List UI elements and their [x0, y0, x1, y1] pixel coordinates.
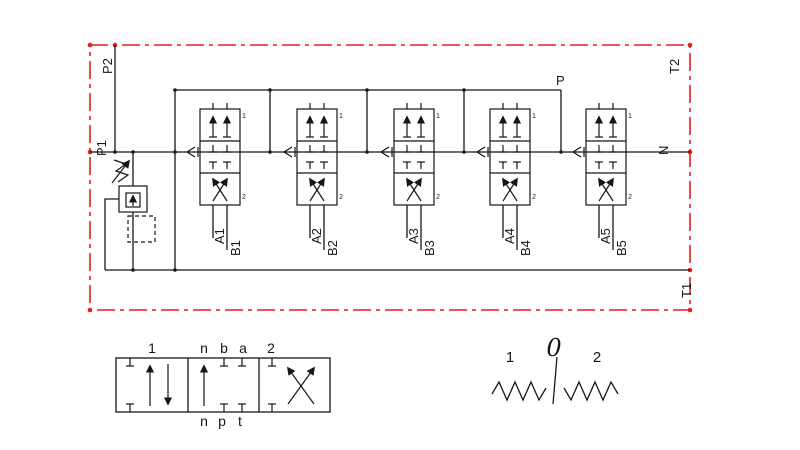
- valve-pos-bottom-label: 2: [628, 194, 632, 201]
- valve-section-1: A1 B1 1 2: [200, 103, 246, 256]
- valve-block-border: [87, 42, 693, 313]
- spring-left-icon: [491, 380, 547, 402]
- lever-pos2-label: 2: [593, 349, 601, 366]
- port-label-p1: P1: [94, 140, 109, 156]
- spool-valve-icon: [394, 103, 434, 205]
- valve-pos-bottom-label: 2: [436, 194, 440, 201]
- relief-pilot-line: [104, 198, 119, 270]
- junction-dots: [113, 88, 563, 272]
- valve-section-5: A5 B5 1 2: [586, 103, 632, 256]
- relief-valve-seat: [125, 192, 141, 208]
- block-border-rect: [89, 44, 691, 311]
- gallery-drop-lines: [174, 90, 562, 270]
- spool-legend: 1 n b a 2 n p t: [115, 340, 331, 429]
- work-port-b-label: B3: [422, 240, 437, 256]
- spool-valve-icon: [490, 103, 530, 205]
- work-port-a-label: A4: [502, 228, 517, 244]
- valve-pos-top-label: 1: [436, 113, 440, 120]
- spool-legend-pos1-label: 1: [148, 340, 156, 356]
- spool-valve-icon: [297, 103, 337, 205]
- spool-valve-icon: [200, 103, 240, 205]
- work-port-b-label: B4: [518, 240, 533, 256]
- valve-pos-bottom-label: 2: [242, 194, 246, 201]
- piping: [90, 45, 690, 272]
- valve-pos-top-label: 1: [628, 113, 632, 120]
- valve-pos-bottom-label: 2: [339, 194, 343, 201]
- spool-legend-pos2-label: 2: [267, 340, 275, 356]
- work-port-a-label: A2: [309, 228, 324, 244]
- work-port-a-label: A5: [598, 228, 613, 244]
- relief-adjust-arrow-icon: [111, 159, 131, 184]
- spool-legend-box: [115, 357, 331, 413]
- spool-legend-t-label: t: [238, 413, 242, 429]
- lever-pos1-label: 1: [506, 349, 514, 366]
- port-label-t1: T1: [679, 283, 694, 298]
- lever-legend: 1 0 2: [491, 334, 619, 405]
- relief-drain-box: [127, 215, 156, 243]
- port-label-n: N: [656, 146, 671, 155]
- spool-legend-p-label: p: [218, 413, 226, 429]
- work-port-b-label: B5: [614, 240, 629, 256]
- work-port-b-label: B2: [325, 240, 340, 256]
- spool-legend-n-bottom-label: n: [200, 413, 208, 429]
- spool-legend-a-label: a: [239, 340, 247, 356]
- lever-pos0-label: 0: [546, 334, 561, 362]
- valve-pos-top-label: 1: [532, 113, 536, 120]
- valve-pos-bottom-label: 2: [532, 194, 536, 201]
- spool-legend-b-label: b: [220, 340, 228, 356]
- work-port-a-label: A3: [406, 228, 421, 244]
- work-port-a-label: A1: [212, 228, 227, 244]
- valve-section-2: A2 B2 1 2: [297, 103, 343, 256]
- port-label-p: P: [556, 73, 565, 88]
- relief-valve: [104, 152, 156, 270]
- spool-cross-arrow-icon: [287, 366, 315, 405]
- lever-line: [552, 356, 558, 405]
- valve-section-4: A4 B4 1 2: [490, 103, 536, 256]
- port-label-t2: T2: [667, 59, 682, 74]
- spring-right-icon: [563, 380, 619, 402]
- spool-valve-icon: [586, 103, 626, 205]
- port-label-p2: P2: [100, 58, 115, 74]
- valve-pos-top-label: 1: [242, 113, 246, 120]
- work-port-b-label: B1: [228, 240, 243, 256]
- spool-legend-n-top-label: n: [200, 340, 208, 356]
- valve-pos-top-label: 1: [339, 113, 343, 120]
- valve-section-3: A3 B3 1 2: [394, 103, 440, 256]
- port-labels: P2 T2 P1 N T1 P: [94, 58, 694, 298]
- border-corner-markers: [87, 42, 693, 313]
